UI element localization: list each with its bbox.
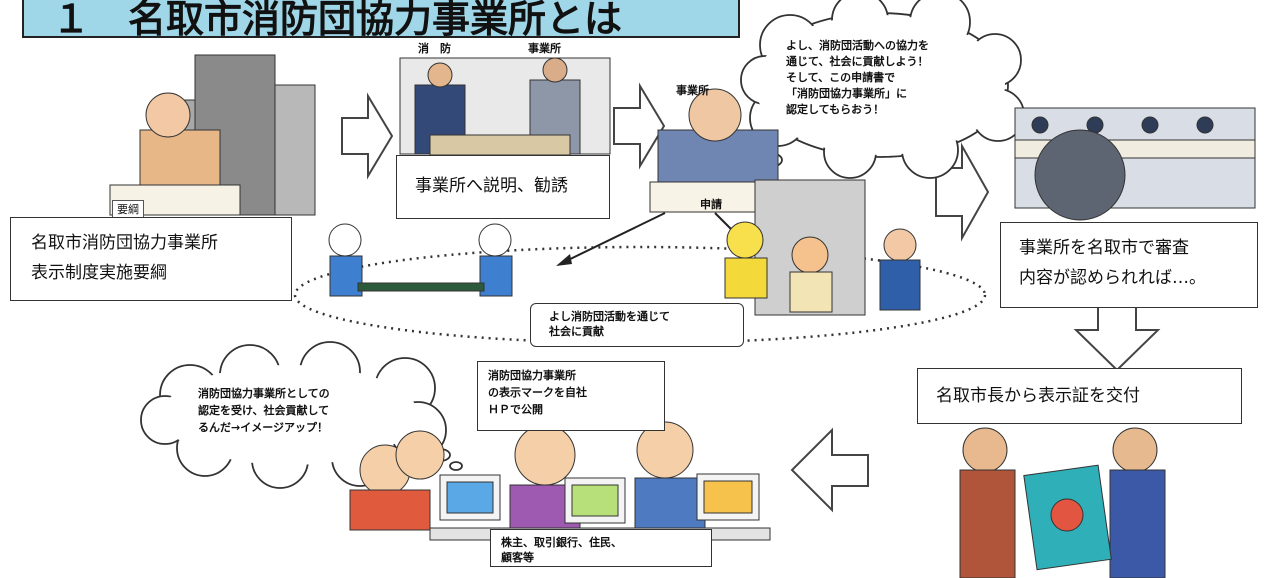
flow-arrow-2 [613,82,666,170]
thought-cloud-image [140,341,463,489]
official-illustration [109,54,316,216]
cycle-loop [293,245,987,345]
yoko-box: 名取市消防団協力事業所 表示制度実施要綱 [10,217,292,301]
pointer-left [559,212,666,265]
scroll-box: よし消防団活動を通じて 社会に貢献 [530,303,744,347]
yoko-line-2: 表示制度実施要綱 [31,263,167,283]
review-line-2: 内容が認められれば…。 [1019,268,1206,288]
scroll-line-1: よし消防団活動を通じて [549,310,670,323]
stakeholder-box: 株主、取引銀行、住民、 顧客等 [490,529,712,567]
hp-line-3: ＨＰで公開 [488,403,543,416]
meeting-illustration [1014,107,1256,221]
runners-illustration [328,223,513,297]
review-line-1: 事業所を名取市で審査 [1019,238,1189,258]
handshake-illustration [399,57,611,156]
review-box: 事業所を名取市で審査 内容が認められれば…。 [1000,222,1258,308]
image-thought-text: 消防団協力事業所としての 認定を受け、社会貢献して るんだ→イメージアップ！ [198,385,330,436]
hp-line-2: の表示マークを自社 [488,386,587,399]
stake-line-1: 株主、取引銀行、住民、 [501,536,622,549]
page-title: １ 名取市消防団協力事業所とは [22,0,740,38]
scroll-line-2: 社会に貢献 [549,325,604,338]
label-yoko: 要綱 [112,200,144,218]
label-shinsei: 申請 [700,198,722,211]
image-thought-line-3: るんだ→イメージアップ！ [198,421,328,434]
stake-line-2: 顧客等 [501,551,534,564]
image-thought-line-2: 認定を受け、社会貢献して [198,404,330,417]
firefighters-illustration [724,179,921,316]
issue-box: 名取市長から表示証を交付 [917,368,1242,424]
office-thought-line-2: 通じて、社会に貢献しよう！ [786,55,929,68]
explain-box: 事業所へ説明、勧誘 [396,155,610,219]
office-thought-text: よし、消防団活動への協力を 通じて、社会に貢献しよう！ そして、この申請書で 「… [786,38,929,118]
label-jigyosho-top: 事業所 [528,42,561,55]
yoko-line-1: 名取市消防団協力事業所 [31,233,218,253]
hp-box: 消防団協力事業所 の表示マークを自社 ＨＰで公開 [477,361,665,431]
label-jigyosho-man: 事業所 [676,84,709,97]
hp-line-1: 消防団協力事業所 [488,369,576,382]
office-thought-line-1: よし、消防団活動への協力を [786,39,929,52]
flow-arrow-1 [341,92,394,180]
label-shobo: 消 防 [418,42,451,55]
office-thought-line-3: そして、この申請書で [786,71,896,84]
flow-arrow-left [790,427,869,513]
office-thought-line-4: 「消防団協力事業所」に [786,87,907,100]
office-thought-line-5: 認定してもらおう！ [786,103,885,116]
image-thought-line-1: 消防団協力事業所としての [198,387,330,400]
family-computers-illustration [349,421,771,541]
flow-arrow-down [1073,299,1161,372]
certificate-illustration [959,427,1166,578]
